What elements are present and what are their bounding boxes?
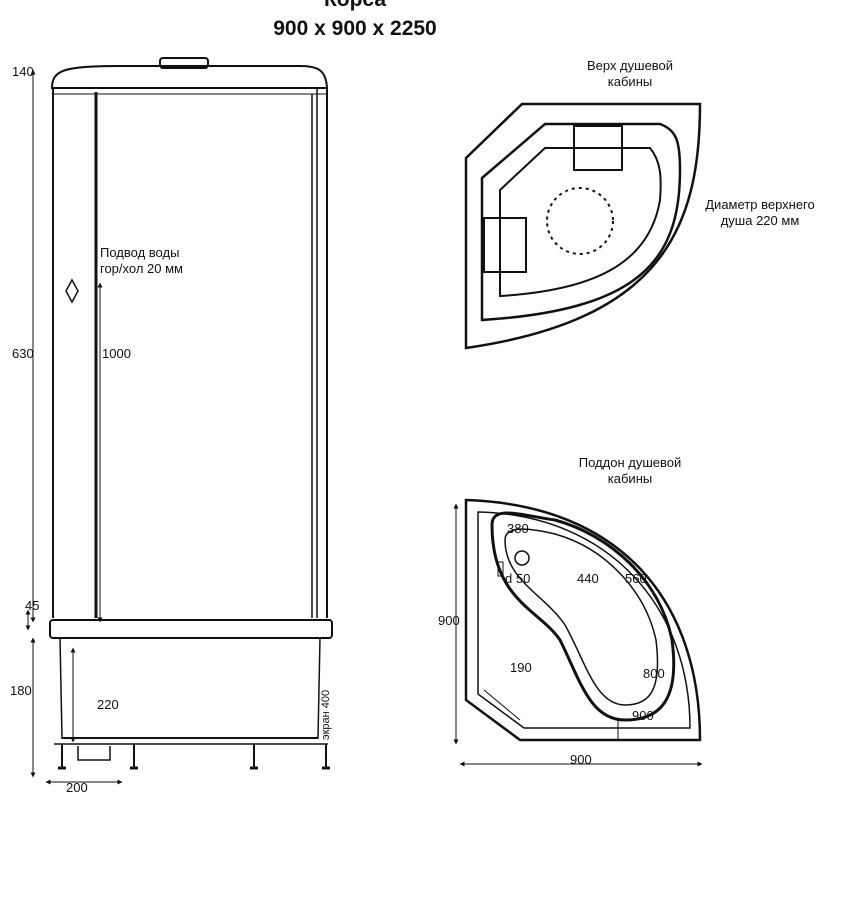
- top-side-panel: [483, 217, 527, 273]
- shower-diameter-label: Диаметр верхнего душа 220 мм: [705, 197, 815, 228]
- dim-440-label: 440: [577, 571, 599, 586]
- door-handle: [65, 278, 79, 304]
- dim-140-label: 140: [12, 64, 34, 79]
- dim-900-left-label: 900: [438, 613, 460, 628]
- drain-siphon: [77, 746, 111, 761]
- tray-outline: [464, 498, 702, 742]
- top-view: [464, 102, 702, 350]
- tray-rim: [49, 619, 333, 639]
- tray-body: [59, 637, 321, 739]
- screen-label: экран 400: [320, 689, 332, 740]
- roof-vent: [159, 57, 209, 69]
- dim-45-label: 45: [25, 598, 40, 613]
- tray-bowl: [490, 511, 676, 722]
- diagram-title: Корса: [255, 0, 455, 12]
- dim-800-label: 800: [643, 666, 665, 681]
- water-supply-label: Подвод воды гор/хол 20 мм: [100, 245, 183, 276]
- dim-190-label: 190: [510, 660, 532, 675]
- dim-220-label: 220: [97, 697, 119, 712]
- top-view-caption: Верх душевой кабины: [586, 58, 674, 89]
- top-light-panel: [573, 125, 623, 171]
- floor-view-caption: Поддон душевой кабины: [578, 455, 682, 486]
- dim-d50-label: d 50: [505, 571, 531, 586]
- drain-hole: [514, 550, 530, 566]
- dim-180-label: 180: [10, 683, 32, 698]
- dim-630-label: 630: [12, 346, 34, 361]
- dim-560-label: 560: [625, 571, 647, 586]
- diagram-dimensions-title: 900 x 900 x 2250: [273, 17, 437, 40]
- floor-view: [453, 498, 703, 767]
- dim-380-label: 380: [507, 521, 529, 536]
- cabin-roof: [50, 65, 329, 89]
- side-view: [25, 57, 333, 785]
- roof-outline: [464, 102, 702, 350]
- title-model: Корса: [255, 0, 455, 12]
- dim-900-inner-label: 900: [632, 708, 654, 723]
- dim-200-label: 200: [66, 780, 88, 795]
- dim-900-bottom-label: 900: [570, 752, 592, 767]
- rain-shower-head: [546, 187, 614, 255]
- dim-1000-label: 1000: [102, 346, 131, 361]
